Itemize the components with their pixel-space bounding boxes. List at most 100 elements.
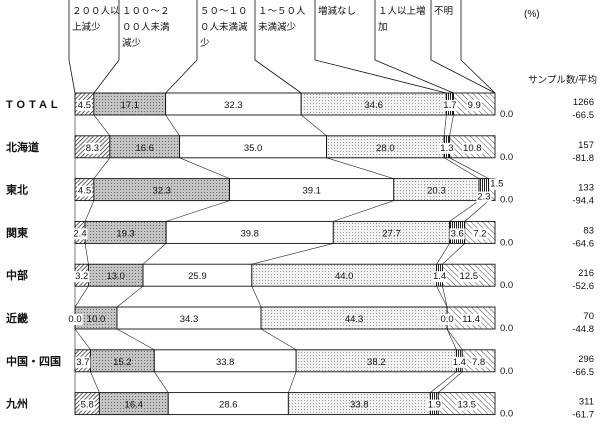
segment-connector-line: [333, 200, 394, 222]
value-label-background: [472, 228, 488, 240]
value-label: 28.0: [376, 143, 395, 154]
value-label: 13.5: [457, 400, 476, 411]
value-label: 1.7: [443, 100, 456, 111]
segment-connector-line: [74, 286, 89, 308]
value-label: 34.3: [180, 314, 199, 325]
chart-guide-lines: [68, 0, 496, 393]
value-label: 39.8: [240, 228, 259, 239]
value-label-background: [84, 142, 100, 154]
sample-size-label: 296: [578, 354, 594, 365]
value-label: 8.3: [86, 143, 99, 154]
sample-size-label: 1266: [573, 97, 594, 108]
segment-connector-line: [430, 371, 457, 393]
row-label: 関東: [6, 225, 29, 239]
value-label: 44.3: [345, 314, 364, 325]
segment-connector-line: [449, 157, 489, 179]
value-label: 33.8: [216, 357, 235, 368]
value-label: 10.0: [87, 314, 106, 325]
row-label: TOTAL: [6, 99, 62, 111]
value-label: 1.3: [440, 143, 453, 154]
value-label-background: [462, 142, 483, 154]
value-label: 11.4: [462, 314, 480, 325]
value-label-background: [458, 271, 479, 283]
value-label: 0.0: [500, 280, 513, 291]
value-label: 15.2: [113, 357, 132, 368]
sample-size-label: 216: [578, 268, 594, 279]
chart-bars: [74, 92, 496, 416]
segment-connector-line: [444, 157, 480, 179]
value-label: 13.0: [106, 271, 125, 282]
segment-connector-line: [449, 114, 454, 136]
segment-connector-line: [165, 114, 180, 136]
value-label: 0.0: [500, 237, 513, 248]
segment-connector-line: [442, 286, 448, 308]
value-label: 2.3: [477, 192, 490, 203]
segment-connector-line: [166, 200, 230, 222]
value-label: 27.7: [382, 228, 401, 239]
value-label: 7.8: [472, 357, 485, 368]
sample-size-label: 133: [578, 183, 594, 194]
value-label-background: [74, 271, 90, 283]
value-label: 0.0: [500, 323, 513, 334]
value-label-background: [451, 356, 467, 368]
sample-size-label: 70: [583, 311, 594, 322]
row-label: 東北: [6, 183, 28, 197]
value-label: 34.6: [364, 100, 383, 111]
segment-connector-line: [446, 328, 457, 350]
value-label-background: [75, 356, 91, 368]
value-label: 20.3: [427, 186, 446, 197]
average-label: -66.5: [572, 110, 594, 121]
legend-item: ５０～１００人未満減少: [200, 6, 248, 49]
segment-connector-line: [326, 157, 394, 179]
segment-connector-line: [74, 328, 91, 350]
value-label-background: [476, 191, 492, 203]
row-label: 中国・四国: [6, 354, 61, 368]
value-label: 4.5: [78, 100, 91, 111]
row-label: 近畿: [6, 311, 28, 325]
value-label: 9.9: [468, 100, 481, 111]
value-label: 38.2: [367, 357, 386, 368]
segment-connector-line: [116, 328, 155, 351]
value-label: 0.0: [68, 314, 81, 325]
sample-size-label: 157: [578, 140, 594, 151]
unit-label: (%): [524, 9, 540, 20]
value-label: 39.1: [302, 186, 321, 197]
segment-connector-line: [443, 114, 447, 136]
row-label: 北海道: [6, 140, 39, 154]
row-label: 中部: [6, 268, 28, 282]
segment-connector-line: [288, 371, 297, 393]
segment-connector-line: [260, 328, 297, 351]
value-label-background: [466, 100, 482, 111]
value-label: 3.6: [451, 228, 464, 239]
average-label: -52.6: [572, 281, 594, 292]
value-label: 7.2: [473, 228, 486, 239]
value-label: 0.0: [500, 366, 513, 377]
legend-item: １００～２００人未満減少: [122, 6, 170, 49]
value-label: 0.0: [500, 409, 513, 420]
average-label: -66.5: [572, 367, 594, 378]
value-label: 25.9: [188, 271, 207, 282]
legend-item: １～５０人未満減少: [258, 6, 306, 33]
value-label: 33.8: [350, 400, 369, 411]
segment-connector-line: [436, 243, 450, 265]
value-label: 1.5: [490, 179, 503, 190]
legend-leader-line: [460, 0, 496, 94]
segment-connector-line: [154, 371, 169, 393]
legend-item: ２００人以上減少: [72, 6, 120, 33]
segment-connector-line: [436, 286, 448, 308]
segment-connector-line: [90, 371, 100, 393]
sample-size-label: 311: [579, 397, 594, 408]
value-label-background: [426, 399, 442, 411]
legend-leader-line: [314, 0, 447, 94]
value-label: 35.0: [244, 143, 263, 154]
legend-item: １人以上増加: [378, 6, 426, 33]
value-label: 5.8: [81, 400, 94, 411]
legend-leader-line: [430, 0, 496, 94]
segment-connector-line: [116, 285, 144, 308]
segment-connector-line: [301, 114, 327, 137]
segment-connector-line: [446, 328, 463, 350]
sample-size-average-header: サンプル数/平均: [528, 75, 597, 86]
average-label: -64.6: [572, 238, 594, 249]
